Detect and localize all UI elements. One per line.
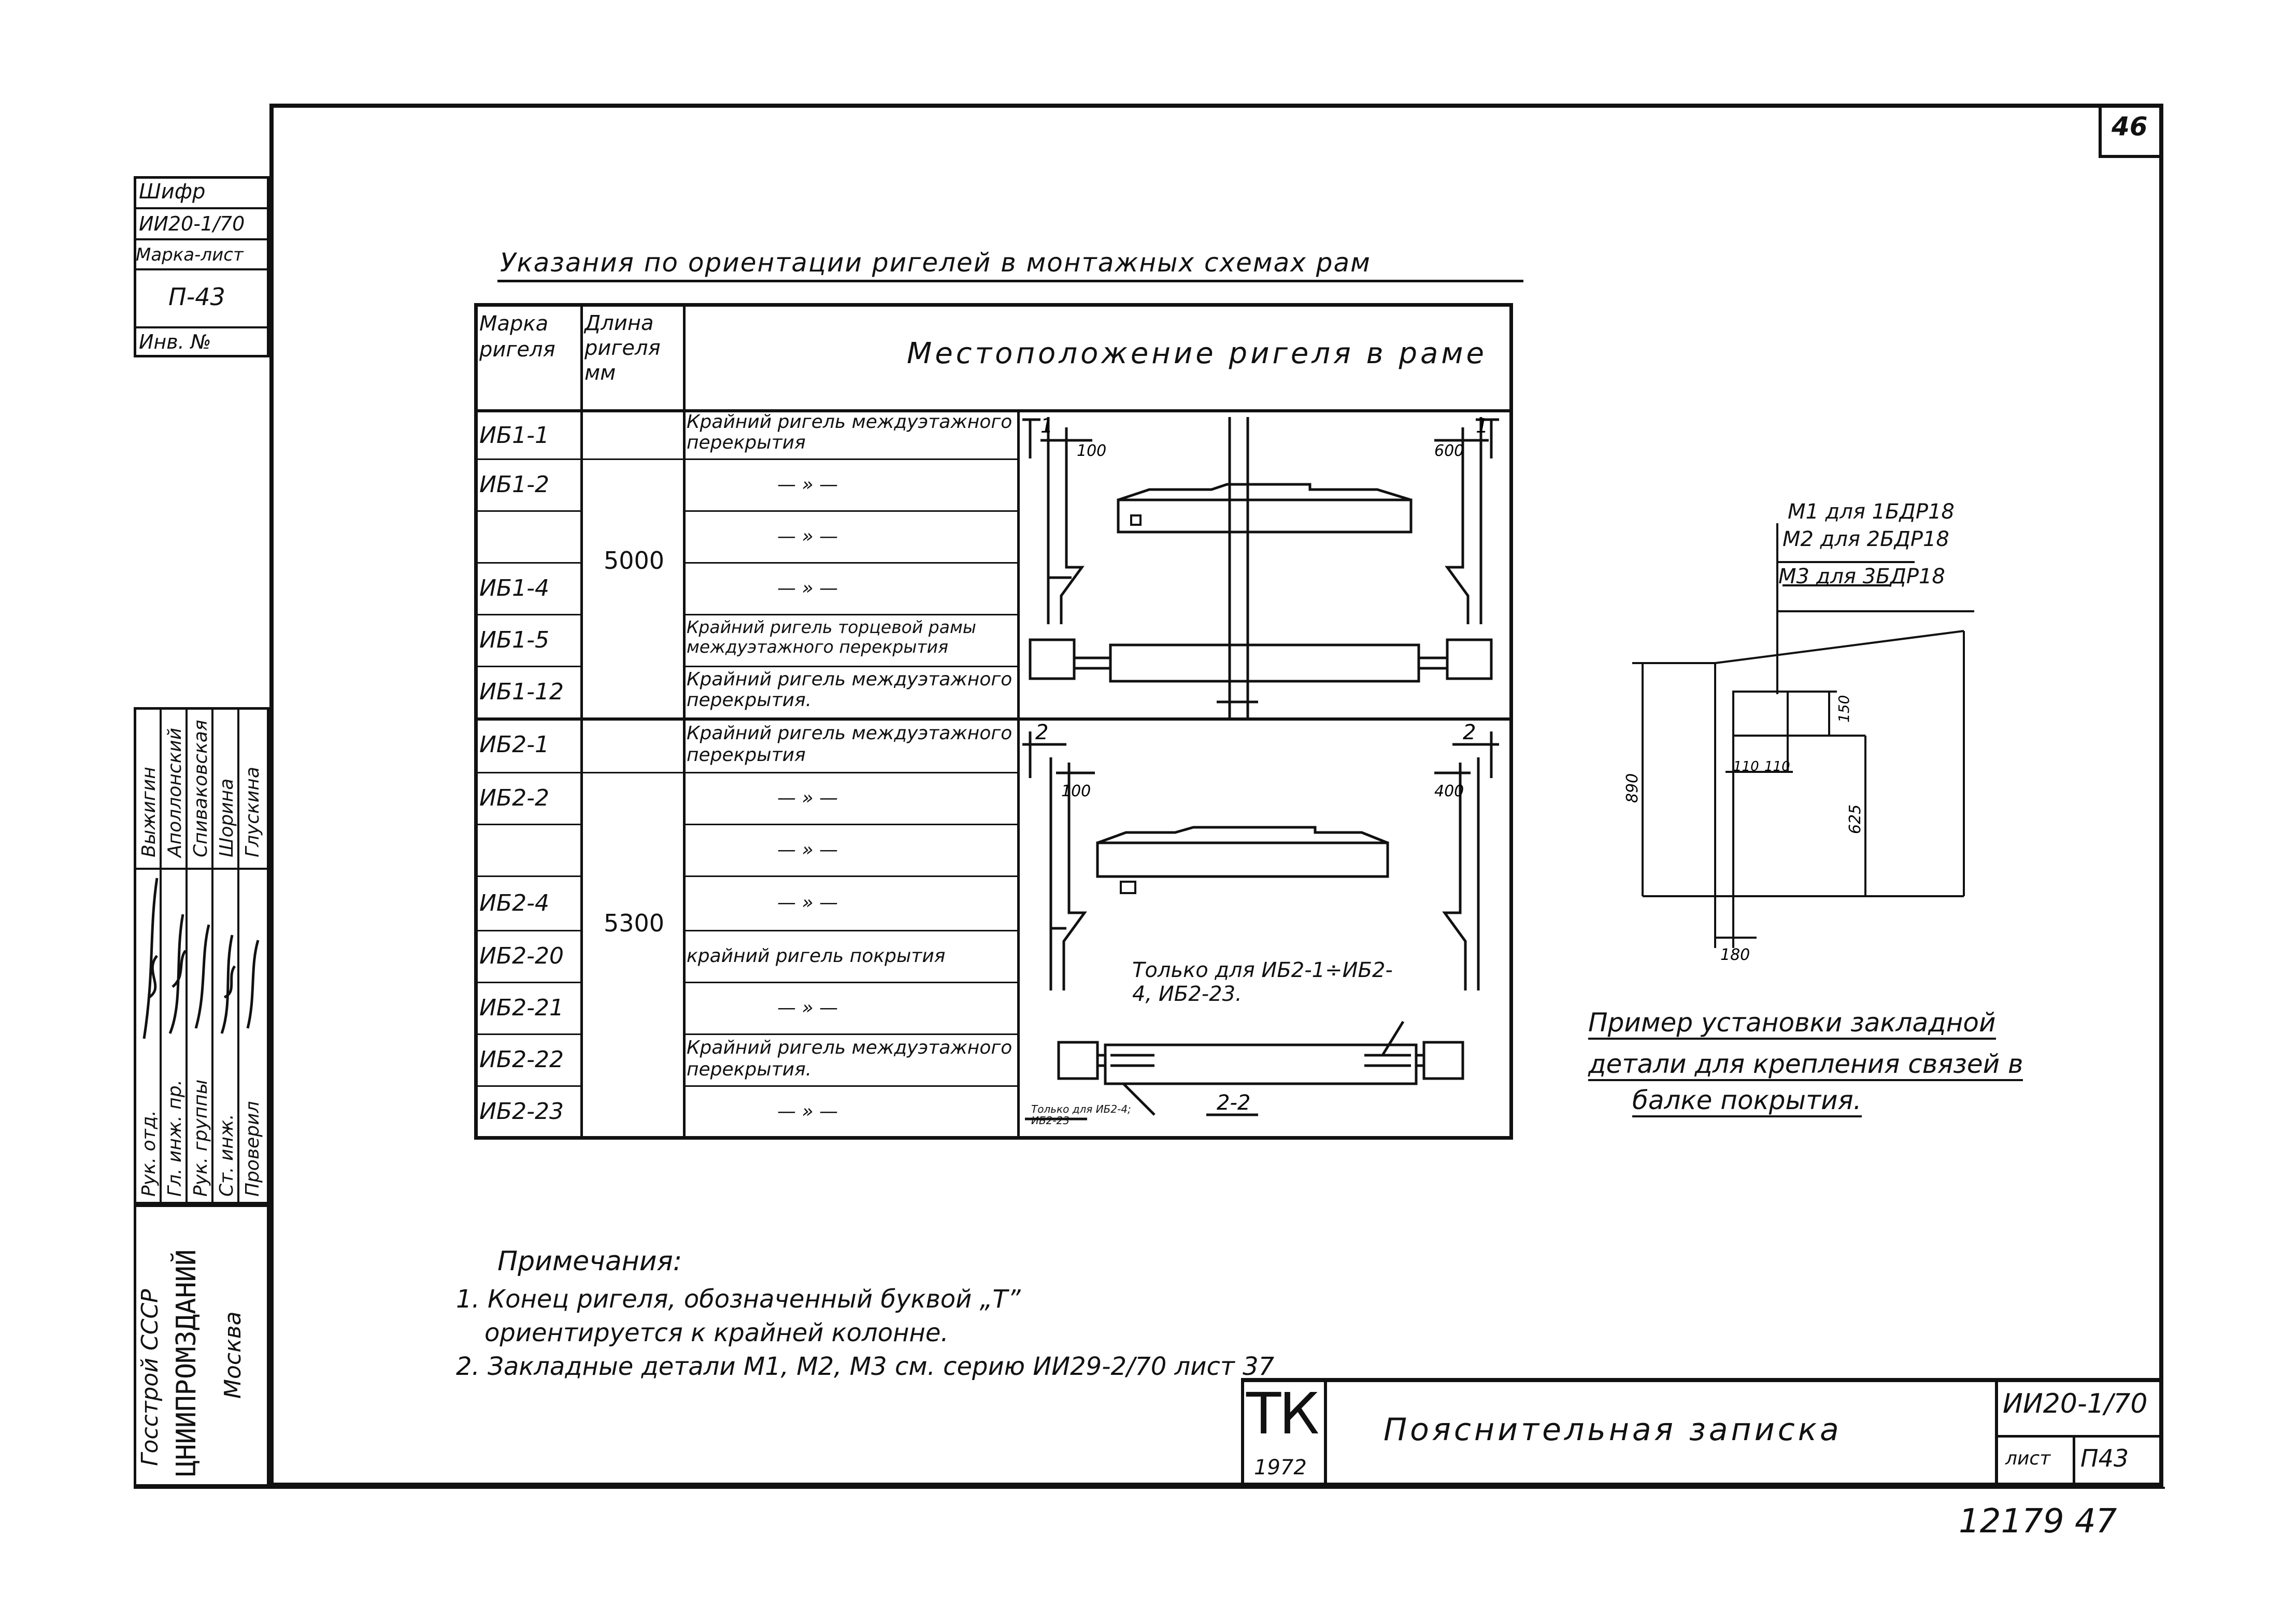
mark-ib2-2: ИБ2-2 <box>479 785 549 811</box>
inv-label: Инв. № <box>139 331 211 353</box>
dim-150: 150 <box>1835 695 1852 723</box>
dim-100-b: 100 <box>1061 782 1091 800</box>
dim-110a: 110 <box>1733 759 1759 774</box>
desc-ib1-5: Крайний ригель торцевой рамы междуэтажно… <box>687 617 976 657</box>
mark-ib2-4: ИБ2-4 <box>479 890 549 916</box>
desc-ib2-23: — » — <box>777 1101 838 1122</box>
org-line2: ЦНИИПРОМЗДАНИЙ <box>171 1249 202 1476</box>
orientation-table <box>474 303 1513 1140</box>
desc-ib1-12: Крайний ригель междуэтажного перекрытия. <box>687 669 1012 711</box>
embedded-detail-drawing: 890 150 110 110 625 180 <box>1623 523 1974 964</box>
header-length: Длина ригеля мм <box>584 311 661 385</box>
desc-ib2-1: Крайний ригель междуэтажного перекрытия <box>687 723 1012 766</box>
mark-ib1-12: ИБ1-12 <box>479 679 564 705</box>
name-2: Аполлонский <box>164 727 186 857</box>
detail-caption-1: Пример установки закладной <box>1588 1008 1996 1040</box>
mark-ib2-1: ИБ2-1 <box>479 731 549 758</box>
header-location: Местоположение ригеля в раме <box>907 337 1487 370</box>
sec-1-left: 1 <box>1040 414 1053 437</box>
dim-400: 400 <box>1434 782 1464 800</box>
org-line3: Москва <box>220 1311 246 1399</box>
title-block <box>1241 1378 2163 1487</box>
year: 1972 <box>1254 1456 1307 1480</box>
detail-caption-3: балке покрытия. <box>1632 1085 1862 1117</box>
sec-2-left: 2 <box>1035 721 1048 744</box>
shifr-label: Шифр <box>139 180 206 204</box>
logo-tk: ТК <box>1246 1381 1319 1447</box>
dim-890: 890 <box>1623 773 1642 803</box>
org-line1: Госстрой СССР <box>137 1289 163 1466</box>
detail-label-m3: М3 для 3БДР18 <box>1778 565 1945 588</box>
name-1: Выжигин <box>138 767 160 857</box>
desc-row3: — » — <box>777 526 838 547</box>
sheet-number: 46 <box>2112 111 2148 141</box>
role-5: Проверил <box>242 1101 263 1197</box>
notes-heading: Примечания: <box>497 1246 682 1277</box>
frame-diagram-2: 100 400 2 2 2-2 <box>1022 721 1499 1121</box>
role-2: Гл. инж. пр. <box>164 1079 186 1197</box>
desc-ib1-1: Крайний ригель междуэтажного перекрытия <box>687 411 1012 453</box>
detail-caption-2: детали для крепления связей в <box>1588 1049 2023 1081</box>
org-text: Госстрой СССР ЦНИИПРОМЗДАНИЙ Москва <box>136 1207 265 1482</box>
desc-ib2-22: Крайний ригель междуэтажного перекрытия. <box>687 1037 1012 1080</box>
frame-diagram-1: 100 600 1 1 <box>1022 414 1499 717</box>
org-block <box>134 1204 269 1487</box>
mark-ib1-2: ИБ1-2 <box>479 471 549 498</box>
page-title: Указания по ориентации ригелей в монтажн… <box>500 248 1371 278</box>
sec-2-right: 2 <box>1463 721 1476 744</box>
mark-ib2-22: ИБ2-22 <box>479 1046 564 1073</box>
shifr-value: ИИ20-1/70 <box>139 212 245 235</box>
mark-ib2-20: ИБ2-20 <box>479 943 564 969</box>
drawing-frame <box>269 104 2163 1487</box>
header-mark: Марка ригеля <box>479 312 555 362</box>
mark-ib2-21: ИБ2-21 <box>479 995 564 1021</box>
sec-1-right: 1 <box>1476 414 1488 437</box>
name-4: Шорина <box>216 778 237 857</box>
role-4: Ст. инж. <box>216 1114 237 1197</box>
desc-row-g2-3: — » — <box>777 839 838 860</box>
desc-ib2-2: — » — <box>777 787 838 809</box>
marka-value: П-43 <box>168 283 225 311</box>
section-2-2: 2-2 <box>1217 1091 1250 1115</box>
length-5300: 5300 <box>604 909 665 937</box>
detail-label-m2: М2 для 2БДР18 <box>1782 527 1949 551</box>
note-1b: ориентируется к крайней колонне. <box>484 1318 949 1347</box>
small-note: Только для ИБ2-4; ИБ2-23 <box>1031 1103 1131 1127</box>
desc-ib1-2: — » — <box>777 474 838 495</box>
dim-625: 625 <box>1846 805 1864 834</box>
mark-ib1-1: ИБ1-1 <box>479 422 549 449</box>
signature-block <box>134 707 269 1204</box>
dim-100: 100 <box>1077 442 1106 460</box>
sheet-number-box <box>2099 104 2163 158</box>
left-stamp-top <box>134 176 269 357</box>
desc-ib1-4: — » — <box>777 578 838 599</box>
name-3: Спиваковская <box>190 720 211 857</box>
detail-label-m1: М1 для 1БДР18 <box>1788 500 1955 524</box>
role-3: Рук. группы <box>190 1079 211 1197</box>
role-1: Рук. отд. <box>138 1110 160 1197</box>
desc-ib2-4: — » — <box>777 892 838 913</box>
sheet-label: лист <box>2005 1448 2051 1469</box>
series-code: ИИ20-1/70 <box>2003 1388 2148 1419</box>
desc-ib2-21: — » — <box>777 997 838 1018</box>
note-1a: 1. Конец ригеля, обозначенный буквой „Т” <box>456 1285 1021 1314</box>
footer-number: 12179 47 <box>1959 1502 2117 1541</box>
doc-name: Пояснительная записка <box>1384 1412 1842 1448</box>
note-2: 2. Закладные детали М1, М2, М3 см. серию… <box>456 1352 1275 1381</box>
dim-110b: 110 <box>1764 759 1790 774</box>
signatures <box>142 878 260 1039</box>
name-5: Глускина <box>242 767 263 857</box>
mark-ib1-5: ИБ1-5 <box>479 627 549 653</box>
sheet-value: П43 <box>2080 1444 2129 1472</box>
mark-ib1-4: ИБ1-4 <box>479 575 549 601</box>
mark-ib2-23: ИБ2-23 <box>479 1098 564 1125</box>
desc-ib2-20: крайний ригель покрытия <box>687 945 946 967</box>
dim-600: 600 <box>1434 442 1464 460</box>
note-only-for: Только для ИБ2-1÷ИБ2-4, ИБ2-23. <box>1132 958 1393 1006</box>
length-5000: 5000 <box>604 547 665 574</box>
dim-180: 180 <box>1720 946 1750 964</box>
marka-label: Марка-лист <box>136 245 244 265</box>
